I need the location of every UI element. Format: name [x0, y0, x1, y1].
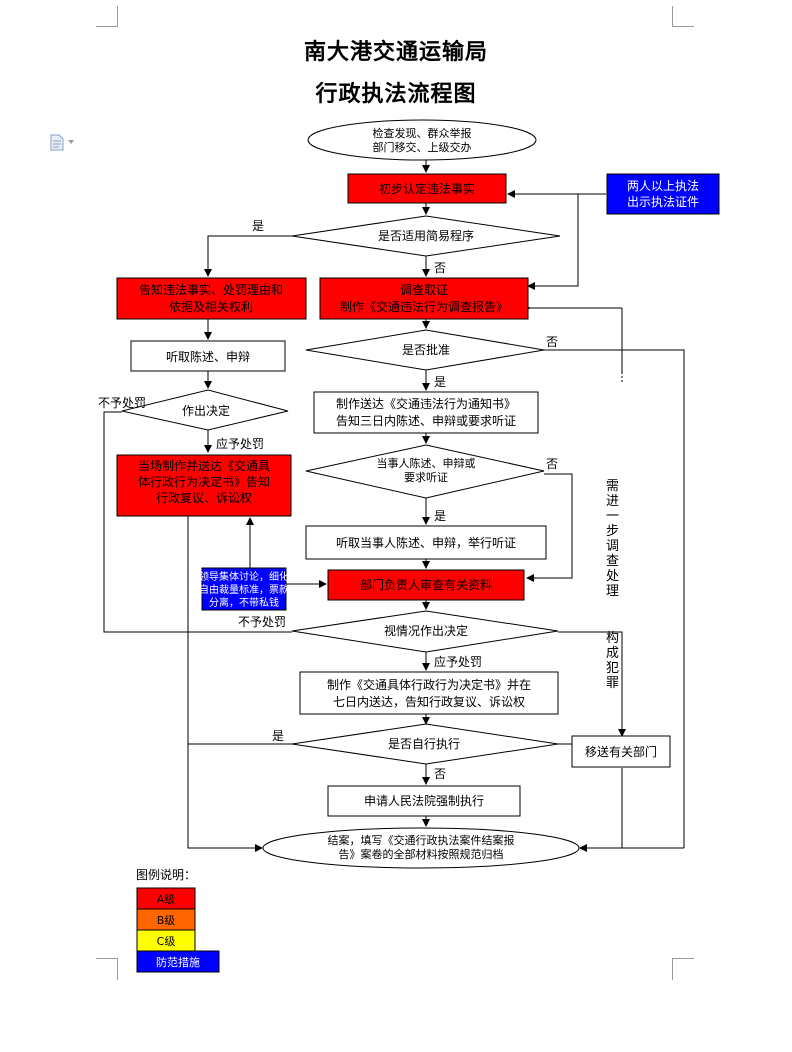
notify-book-line1: 制作送达《交通违法行为通知书》: [336, 396, 516, 411]
legend-swatch-prevention: [136, 950, 220, 973]
on-site-decision-box: [116, 454, 292, 517]
hear-statement-box: [130, 340, 286, 372]
legend: A级 B级 C级 防范措施: [136, 887, 220, 973]
notify-book-line2: 告知三日内陈述、申辩或要求听证: [336, 413, 516, 428]
review-box: [327, 569, 525, 601]
on-site-line2: 体行政行为决定书》告知: [138, 474, 270, 489]
self-exec-label: 是否自行执行: [388, 737, 460, 751]
close-line1: 结案，填写《交通行政执法案件结案报: [328, 833, 515, 847]
party-request-line1: 当事人陈述、申辩或: [377, 456, 476, 470]
hearing-box: [305, 525, 547, 560]
hearing-label: 听取当事人陈述、申辩，举行听证: [336, 535, 516, 550]
edge-label-yes: 是: [252, 219, 264, 233]
approve-diamond: [305, 329, 545, 371]
edge-label-crime: 构成犯罪: [606, 631, 621, 691]
transfer-box: [571, 735, 671, 768]
self-exec-diamond: [291, 723, 559, 765]
start-node: [307, 119, 537, 161]
review-label: 部门负责人审查有关资料: [360, 577, 492, 592]
on-site-line1: 当场制作并送达《交通具: [138, 458, 270, 473]
edge-label-yes: 是: [272, 729, 284, 743]
crop-mark-bottom-right: [672, 958, 694, 959]
party-request-diamond: [305, 444, 545, 499]
notify-facts-box: [116, 277, 307, 320]
edge-label-further-investigation: 需进一步调查处理: [606, 479, 621, 599]
investigate-box: [319, 277, 529, 320]
edge-label-no: 否: [434, 261, 446, 275]
connectors: [103, 160, 685, 852]
simple-procedure-diamond: [291, 215, 561, 257]
investigate-line2: 制作《交通违法行为调查报告》: [340, 299, 508, 314]
decide-case-label: 视情况作出决定: [384, 623, 468, 638]
decide-diamond: [121, 389, 289, 431]
close-line2: 告》案卷的全部材料按照规范归档: [339, 847, 504, 861]
legend-label-b: B级: [157, 914, 176, 927]
edge-label-no-penalty: 不予处罚: [98, 396, 146, 410]
edge-label-should-penalty: 应予处罚: [216, 436, 264, 451]
party-request-line2: 要求听证: [404, 471, 448, 484]
legend-label-a: A级: [157, 893, 176, 906]
legend-label-c: C级: [157, 935, 176, 948]
leader-discussion-line1: 领导集体讨论，细化: [199, 570, 289, 583]
chevron-down-icon[interactable]: [68, 140, 74, 144]
two-officers-box: [606, 173, 720, 215]
edge-label-yes: 是: [434, 509, 446, 523]
crop-mark-bottom-left: [96, 958, 118, 959]
notify-book-box: [313, 391, 539, 434]
close-node: [262, 827, 580, 869]
edge-label-should-penalty: 应予处罚: [434, 654, 482, 669]
edge-label-no: 否: [546, 335, 558, 349]
simple-procedure-label: 是否适用简易程序: [378, 228, 474, 243]
document-icon[interactable]: [50, 134, 64, 151]
decide-case-diamond: [291, 610, 559, 653]
edge-label-no: 否: [546, 457, 558, 471]
legend-label-prevention: 防范措施: [156, 955, 200, 969]
decision-book-box: [299, 671, 559, 715]
edge-label-no-penalty: 不予处罚: [238, 615, 286, 629]
decision-book-line1: 制作《交通具体行政行为决定书》并在: [327, 677, 531, 692]
crop-mark-bottom-right: [672, 958, 673, 980]
investigate-line1: 调查取证: [400, 283, 448, 297]
crop-mark-top-left: [96, 26, 118, 27]
decide-label: 作出决定: [182, 403, 230, 418]
approve-label: 是否批准: [402, 342, 450, 357]
notify-facts-line1: 告知违法事实、处罚理由和: [139, 282, 283, 297]
court-box: [327, 785, 521, 817]
page-subtitle: 行政执法流程图: [315, 82, 477, 107]
two-officers-line1: 两人以上执法: [627, 179, 699, 193]
crop-mark-top-right: [672, 6, 673, 26]
on-site-line3: 行政复议、诉讼权: [156, 491, 252, 505]
legend-title: 图例说明：: [136, 868, 197, 882]
edge-label-yes: 是: [434, 375, 446, 389]
preliminary-box: [347, 173, 507, 204]
hear-statement-label: 听取陈述、申辩: [166, 349, 250, 364]
two-officers-line2: 出示执法证件: [627, 195, 699, 209]
decision-book-line2: 七日内送达，告知行政复议、诉讼权: [333, 694, 525, 709]
crop-mark-top-right: [672, 26, 694, 27]
preliminary-label: 初步认定违法事实: [379, 181, 475, 196]
start-label-line2: 部门移交、上级交办: [373, 140, 472, 154]
page-title: 南大港交通运输局: [303, 40, 488, 65]
leader-discussion-line3: 分离，不带私钱: [209, 596, 279, 609]
crop-mark-bottom-left: [117, 958, 118, 980]
start-label-line1: 检查发现、群众举报: [373, 126, 472, 140]
leader-discussion-box: [201, 567, 287, 611]
leader-discussion-line2: 自由裁量标准，票款: [199, 583, 289, 596]
crop-mark-top-left: [117, 6, 118, 26]
notify-facts-line2: 依据及相关权利: [169, 299, 253, 314]
court-label: 申请人民法院强制执行: [364, 794, 484, 808]
transfer-label: 移送有关部门: [585, 744, 657, 759]
edge-label-no: 否: [434, 767, 446, 781]
